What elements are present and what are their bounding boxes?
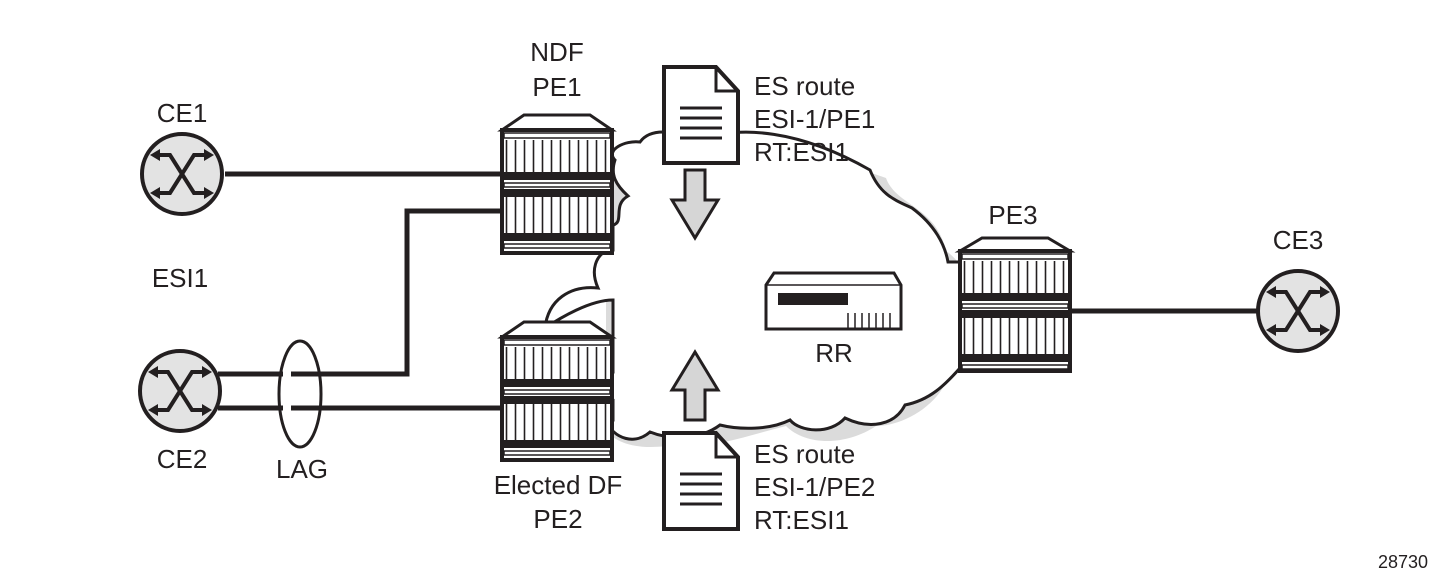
pe-router-chassis-icon [497, 320, 617, 462]
rr-device [764, 271, 903, 331]
pe-router-chassis-icon [954, 236, 1076, 373]
arrow-up-icon [669, 349, 721, 422]
pe2-label: PE2 [533, 504, 582, 534]
route2-line1: ES route [754, 439, 855, 469]
pe2-chassis [497, 320, 617, 462]
ce3-router [1256, 269, 1340, 353]
route1-line3: RT:ESI1 [754, 137, 849, 167]
arrow-down-icon [669, 168, 721, 241]
esi-label: ESI1 [152, 263, 208, 293]
link-ce2-pe1-lag [218, 208, 500, 377]
ce2-label: CE2 [157, 444, 208, 474]
pe3-chassis [954, 236, 1076, 373]
route2-line3: RT:ESI1 [754, 505, 849, 535]
document-icon [662, 65, 740, 165]
rr-label: RR [815, 338, 853, 368]
ce2-router [138, 349, 222, 433]
route2-line2: ESI-1/PE2 [754, 472, 875, 502]
figure-id: 28730 [1378, 552, 1428, 572]
route-reflector-icon [764, 271, 903, 331]
ce3-label: CE3 [1273, 225, 1324, 255]
links [218, 171, 1258, 411]
lag-label: LAG [276, 454, 328, 484]
es-route-pe1-document [662, 65, 740, 165]
pe2-role-label: Elected DF [494, 470, 623, 500]
pe-router-chassis-icon [497, 113, 617, 255]
route1-line2: ESI-1/PE1 [754, 104, 875, 134]
pe1-chassis [497, 113, 617, 255]
pe3-label: PE3 [988, 200, 1037, 230]
document-icon [662, 431, 740, 531]
lag-ellipse [277, 339, 323, 449]
route1-line1: ES route [754, 71, 855, 101]
network-cloud [543, 130, 962, 441]
ce1-router [140, 132, 224, 216]
ce1-label: CE1 [157, 98, 208, 128]
es-route-pe2-document [662, 431, 740, 531]
pe1-role-label: NDF [530, 37, 583, 67]
pe1-label: PE1 [532, 72, 581, 102]
